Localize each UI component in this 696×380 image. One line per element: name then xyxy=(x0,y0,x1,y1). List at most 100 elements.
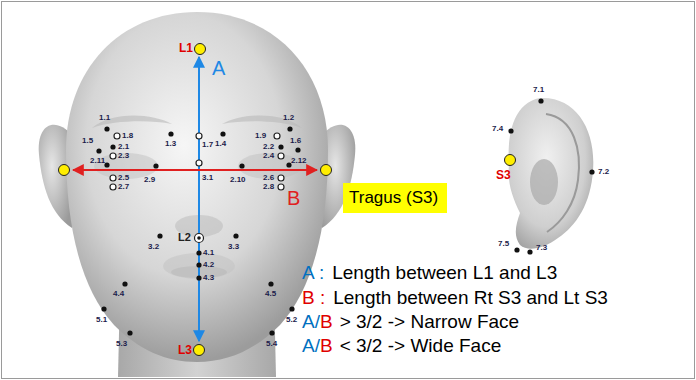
landmark-point xyxy=(195,234,204,243)
landmark-name: L1 xyxy=(179,42,193,54)
landmark-point xyxy=(196,275,201,280)
landmark-point xyxy=(239,163,244,168)
landmark-number: 2.3 xyxy=(118,152,129,160)
legend-text: < 3/2 -> Wide Face xyxy=(340,335,502,357)
landmark-number: 2.7 xyxy=(118,183,129,191)
landmark-number: 2.6 xyxy=(263,174,274,182)
landmark-number: 3.2 xyxy=(148,243,159,251)
reference-point xyxy=(59,165,70,176)
landmark-number: 7.1 xyxy=(533,86,544,94)
landmark-point xyxy=(104,162,109,167)
landmark-number: 2.4 xyxy=(263,152,274,160)
landmark-number: 7.3 xyxy=(536,244,547,252)
landmark-number: 3.3 xyxy=(228,243,239,251)
dimension-label: B xyxy=(287,188,300,208)
landmark-number: 1.2 xyxy=(283,114,294,122)
landmark-number: 1.3 xyxy=(165,140,176,148)
dimension-label: A xyxy=(212,58,225,78)
landmark-point xyxy=(168,131,173,136)
landmark-number: 1.1 xyxy=(99,114,110,122)
landmark-number: 1.7 xyxy=(202,141,213,149)
landmark-point xyxy=(110,153,116,159)
landmark-point xyxy=(589,169,594,174)
note-line: A/B < 3/2 -> Wide Face xyxy=(302,335,501,357)
note-line: A : Length between L1 and L3 xyxy=(302,262,557,284)
landmark-point xyxy=(287,126,292,131)
legend-symbol: A : xyxy=(302,262,324,284)
landmark-point xyxy=(278,144,283,149)
landmark-number: 4.4 xyxy=(113,290,124,298)
landmark-number: 4.1 xyxy=(203,249,214,257)
landmark-number: 4.3 xyxy=(203,274,214,282)
concha xyxy=(530,159,558,205)
landmark-point xyxy=(122,281,127,286)
landmark-number: 7.4 xyxy=(492,125,503,133)
landmark-point xyxy=(289,306,294,311)
landmark-number: 1.9 xyxy=(255,132,266,140)
reference-point xyxy=(194,345,205,356)
head-drawing xyxy=(39,12,356,377)
landmark-number: 2.8 xyxy=(263,183,274,191)
landmark-point xyxy=(197,236,201,240)
landmark-number: 5.2 xyxy=(286,316,297,324)
landmark-point xyxy=(527,249,532,254)
landmark-number: 2.11 xyxy=(90,157,105,165)
landmark-point xyxy=(278,153,284,159)
landmark-number: 4.5 xyxy=(265,290,276,298)
landmark-number: 3.1 xyxy=(202,174,213,182)
landmark-point xyxy=(278,184,284,190)
landmark-point xyxy=(196,250,201,255)
legend-text: Length between L1 and L3 xyxy=(332,262,557,284)
landmark-number: 1.4 xyxy=(215,140,226,148)
landmark-point xyxy=(196,160,202,166)
landmark-point xyxy=(196,262,201,267)
landmark-point xyxy=(110,175,116,181)
landmark-number: 7.5 xyxy=(498,240,509,248)
head xyxy=(66,12,328,362)
legend-text: Length between Rt S3 and Lt S3 xyxy=(333,287,608,309)
landmark-name: L3 xyxy=(178,344,192,356)
note-line: A/B> 3/2 -> Narrow Face xyxy=(302,311,519,333)
width-arrow xyxy=(73,169,317,171)
landmark-number: 2.1 xyxy=(118,143,129,151)
box-text: Tragus (S3) xyxy=(349,188,441,208)
landmark-point xyxy=(157,233,162,238)
landmark-points xyxy=(59,44,595,356)
landmark-point xyxy=(104,126,109,131)
reference-point xyxy=(321,165,332,176)
landmark-point xyxy=(268,281,273,286)
landmark-number: 5.1 xyxy=(96,316,107,324)
landmark-point xyxy=(196,133,202,139)
landmark-point xyxy=(538,98,543,103)
landmark-point xyxy=(96,148,101,153)
landmark-number: 1.8 xyxy=(122,132,133,140)
landmark-number: 2.9 xyxy=(144,176,155,184)
ear-drawing xyxy=(509,98,594,249)
landmark-point xyxy=(114,133,120,139)
legend-symbol: A/ xyxy=(302,311,320,333)
legend-symbol: B xyxy=(320,335,333,357)
landmark-number: 2.2 xyxy=(263,143,274,151)
landmark-number: 1.6 xyxy=(290,137,301,145)
highlight-box: Tragus (S3) xyxy=(343,183,447,213)
landmark-number: 5.3 xyxy=(116,340,127,348)
landmark-number: 2.12 xyxy=(291,157,307,165)
legend-symbol: B : xyxy=(302,287,325,309)
landmark-point xyxy=(153,163,158,168)
reference-point xyxy=(505,155,516,166)
landmark-point xyxy=(286,162,291,167)
landmark-point xyxy=(269,330,274,335)
landmark-point xyxy=(278,175,284,181)
length-arrow xyxy=(198,57,200,341)
landmark-point xyxy=(274,133,280,139)
landmark-number: 1.5 xyxy=(82,137,93,145)
landmark-name: L2 xyxy=(178,232,191,243)
ear xyxy=(509,98,594,249)
landmark-point xyxy=(233,233,238,238)
landmark-point xyxy=(101,306,106,311)
landmark-point xyxy=(220,131,225,136)
legend-symbol: A/ xyxy=(302,335,320,357)
landmark-point xyxy=(508,128,513,133)
